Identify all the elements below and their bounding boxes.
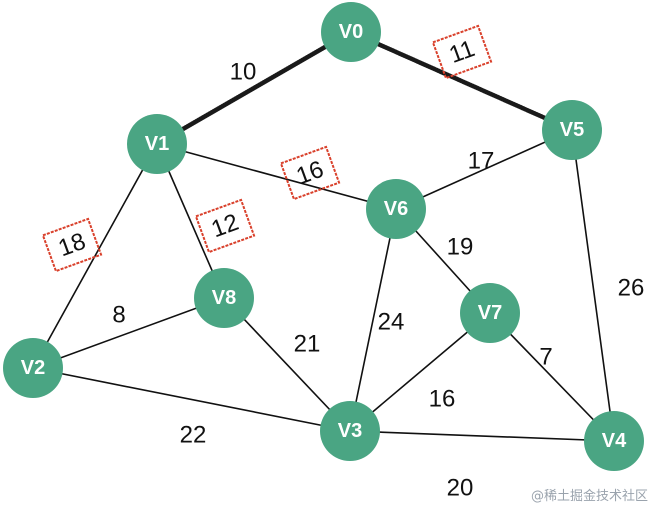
edge-v5-v6 [395, 129, 573, 210]
edge-weight-v1-v6: 16 [293, 156, 327, 191]
highlight-box-v1-v6 [279, 145, 341, 201]
edge-v8-v2 [32, 297, 225, 369]
edge-v6-v3 [349, 208, 397, 432]
edge-v1-v2 [32, 143, 158, 369]
edge-v8-v3 [223, 297, 351, 432]
node-v6: V6 [366, 179, 426, 239]
node-circle [460, 283, 520, 343]
node-circle [194, 268, 254, 328]
edge-v5-v4 [571, 129, 615, 442]
highlight-box-v1-v8 [194, 198, 256, 254]
edge-v0-v5 [348, 29, 575, 133]
node-v7: V7 [460, 283, 520, 343]
edge-weight-v8-v3: 21 [294, 331, 321, 358]
node-label: V4 [602, 430, 627, 452]
node-v4: V4 [584, 411, 644, 471]
edge-weight-v5-v6: 17 [468, 148, 495, 175]
node-label: V0 [339, 21, 363, 43]
highlight-boxes-layer [41, 24, 493, 273]
node-label: V5 [560, 119, 584, 141]
edge-weight-v8-v2: 8 [112, 302, 125, 329]
edge-v0-v1 [154, 29, 354, 147]
node-label: V2 [21, 357, 45, 379]
edge-weight-v7-v3: 16 [429, 386, 456, 413]
watermark-text: @稀土掘金技术社区 [531, 488, 648, 504]
edge-v3-v4 [349, 430, 615, 442]
node-circle [584, 411, 644, 471]
node-v2: V2 [3, 338, 63, 398]
edge-weight-v6-v3: 24 [378, 309, 405, 336]
node-label: V3 [338, 420, 362, 442]
node-circle [127, 114, 187, 174]
node-label: V1 [145, 133, 169, 155]
edge-v2-v3 [32, 367, 351, 432]
edge-weight-v1-v2: 18 [55, 228, 89, 263]
edge-v1-v6 [156, 143, 397, 210]
node-v1: V1 [127, 114, 187, 174]
node-circle [320, 401, 380, 461]
edges-layer [32, 29, 615, 442]
node-v3: V3 [320, 401, 380, 461]
node-v8: V8 [194, 268, 254, 328]
node-circle [366, 179, 426, 239]
edge-weight-v6-v7: 19 [447, 234, 474, 261]
edge-weight-v3-v4: 20 [447, 475, 474, 502]
edge-weight-v7-v4: 7 [539, 344, 552, 371]
edge-weight-v5-v4: 26 [618, 275, 645, 302]
edge-v7-v3 [349, 312, 491, 432]
edge-weight-v1-v8: 12 [208, 209, 242, 244]
highlight-box-v1-v2 [41, 217, 103, 273]
node-label: V8 [212, 287, 236, 309]
node-v0: V0 [321, 2, 381, 62]
edge-weight-v0-v1: 10 [230, 59, 257, 86]
node-circle [321, 2, 381, 62]
edge-weight-v0-v5: 11 [446, 35, 479, 69]
node-label: V7 [478, 302, 502, 324]
edge-weight-v2-v3: 22 [180, 422, 207, 449]
node-label: V6 [384, 198, 408, 220]
node-v5: V5 [542, 100, 602, 160]
node-circle [3, 338, 63, 398]
node-circle [542, 100, 602, 160]
